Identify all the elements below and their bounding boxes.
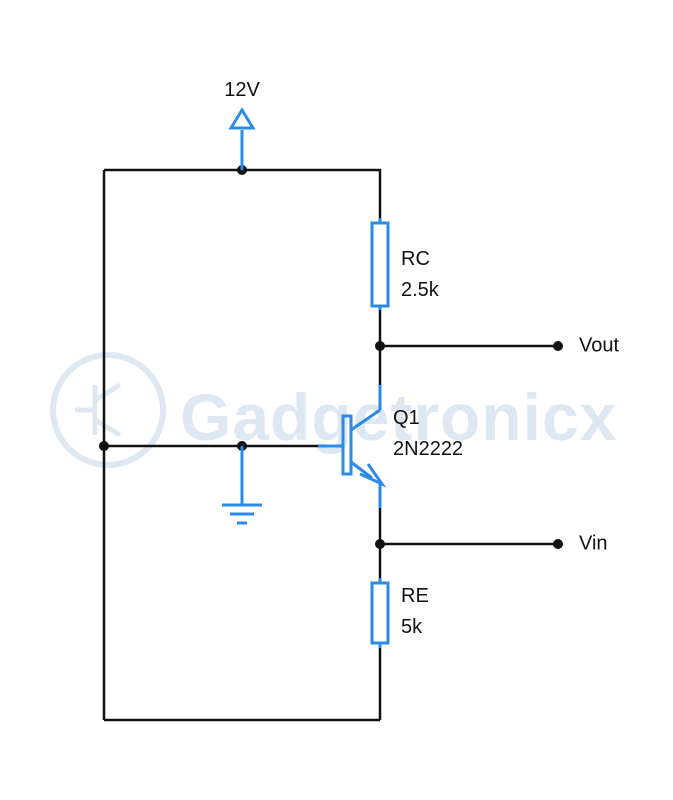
- re-resistor-icon: [370, 578, 390, 648]
- q1-name-label: Q1: [393, 407, 420, 429]
- vin-terminal-dot: [553, 539, 563, 549]
- components: [222, 107, 390, 648]
- vout-label: Vout: [579, 334, 619, 356]
- ground-icon: [222, 446, 262, 525]
- junction-dot: [375, 341, 385, 351]
- rc-value-label: 2.5k: [401, 279, 440, 301]
- rc-name-label: RC: [401, 248, 430, 270]
- junction-dot: [99, 441, 109, 451]
- watermark-transistor-icon: [75, 382, 122, 438]
- watermark-text: Gadgetronicx: [180, 380, 617, 454]
- supply-arrow-icon: [228, 107, 256, 170]
- watermark-logo-icon: [50, 352, 166, 468]
- npn-transistor-icon: [318, 385, 387, 508]
- labels: 12V RC 2.5k Q1 2N2222 RE 5k Vout Vin: [224, 79, 619, 638]
- vout-terminal-dot: [553, 341, 563, 351]
- q1-part-label: 2N2222: [393, 438, 463, 460]
- wires: [102, 168, 558, 722]
- vin-label: Vin: [579, 532, 608, 554]
- watermark: Gadgetronicx: [50, 352, 617, 468]
- supply-label: 12V: [224, 79, 260, 101]
- re-name-label: RE: [401, 585, 429, 607]
- junction-dot: [375, 539, 385, 549]
- top-rail-wire: [104, 168, 382, 220]
- re-value-label: 5k: [401, 616, 423, 638]
- rc-resistor-icon: [370, 218, 390, 310]
- junctions: [99, 165, 563, 549]
